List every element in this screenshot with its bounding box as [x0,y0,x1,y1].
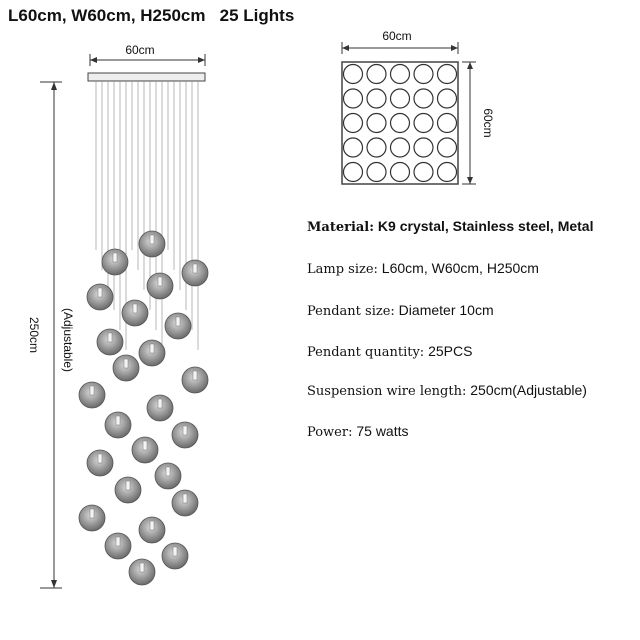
crystal-pendant [181,259,209,287]
spec-material: Material: K9 crystal, Stainless steel, M… [307,218,594,235]
plan-pendant-circle [413,88,434,109]
spec-pendant-quantity: Pendant quantity: 25PCS [307,343,472,360]
plan-pendant-circle [413,112,434,134]
spec-pendant-quantity-label: Pendant quantity: [307,345,425,360]
plan-width-label: 60cm [382,29,411,43]
product-dimensions-title: L60cm, W60cm, H250cm 25 Lights [8,6,295,25]
plan-pendant-circle [342,112,364,134]
plan-pendant-circle [366,63,387,85]
plan-pendant-circle [366,112,387,134]
plan-pendant-circle [366,137,387,158]
crystal-pendant [138,230,166,258]
ceiling-canopy [87,72,206,82]
plan-pendant-circle [413,161,434,183]
plan-pendant-circle [389,112,411,134]
spec-pendant-quantity-value: 25PCS [424,343,473,359]
plan-pendant-grid [342,63,458,183]
plan-pendant-circle [436,137,458,158]
plan-pendant-circle [342,161,364,183]
plan-pendant-circle [413,137,434,158]
spec-material-label: Material: [307,220,375,235]
spec-lamp-size-value: L60cm, W60cm, H250cm [377,260,539,276]
plan-pendant-circle [389,63,411,85]
spec-pendant-size-value: Diameter 10cm [394,302,494,318]
elevation-height-dimension: 250cm (Adjustable) [27,81,75,589]
crystal-pendant [104,532,132,560]
crystal-pendant [114,476,142,504]
spec-wire-length-value: 250cm(Adjustable) [466,382,587,398]
crystal-pendant [171,421,199,449]
crystal-pendant [138,339,166,367]
plan-pendant-circle [342,137,364,158]
plan-pendant-circle [389,161,411,183]
crystal-pendant [171,489,199,517]
crystal-pendant [138,516,166,544]
crystal-pendant [154,462,182,490]
plan-pendant-circle [436,112,458,134]
spec-power-value: 75 watts [352,423,409,439]
plan-pendant-circle [389,88,411,109]
plan-pendant-circle [389,137,411,158]
plan-pendant-circle [436,63,458,85]
crystal-pendant [112,354,140,382]
crystal-pendant [78,504,106,532]
spec-wire-length-label: Suspension wire length: [307,384,467,399]
spec-wire-length: Suspension wire length: 250cm(Adjustable… [307,382,587,399]
plan-pendant-circle [436,161,458,183]
crystal-pendant [128,558,156,586]
plan-pendant-circle [366,88,387,109]
plan-pendant-circle [413,63,434,85]
crystal-pendant [86,283,114,311]
elevation-height-label: 250cm [27,317,41,353]
elevation-width-label: 60cm [125,43,154,57]
crystal-pendant [121,299,149,327]
spec-material-value: K9 crystal, Stainless steel, Metal [374,218,594,234]
plan-depth-dimension: 60cm [462,61,495,185]
elevation-width-dimension: 60cm [89,43,206,66]
spec-lamp-size: Lamp size: L60cm, W60cm, H250cm [307,260,539,277]
crystal-pendant [164,312,192,340]
spec-lamp-size-label: Lamp size: [307,262,378,277]
crystal-pendant [101,248,129,276]
crystal-pendant [78,381,106,409]
crystal-pendant [131,436,159,464]
plan-pendant-circle [342,63,364,85]
plan-depth-label: 60cm [481,108,495,137]
crystal-pendants [78,230,209,586]
spec-power: Power: 75 watts [307,423,409,440]
crystal-pendant [86,449,114,477]
crystal-pendant [104,411,132,439]
adjustable-label: (Adjustable) [61,308,75,372]
plan-pendant-circle [366,161,387,183]
spec-power-label: Power: [307,425,353,440]
spec-pendant-size-label: Pendant size: [307,304,395,319]
crystal-pendant [161,542,189,570]
plan-width-dimension: 60cm [341,29,459,54]
crystal-pendant [146,272,174,300]
plan-pendant-circle [436,88,458,109]
crystal-pendant [146,394,174,422]
plan-pendant-circle [342,88,364,109]
crystal-pendant [181,366,209,394]
crystal-pendant [96,328,124,356]
spec-pendant-size: Pendant size: Diameter 10cm [307,302,494,319]
